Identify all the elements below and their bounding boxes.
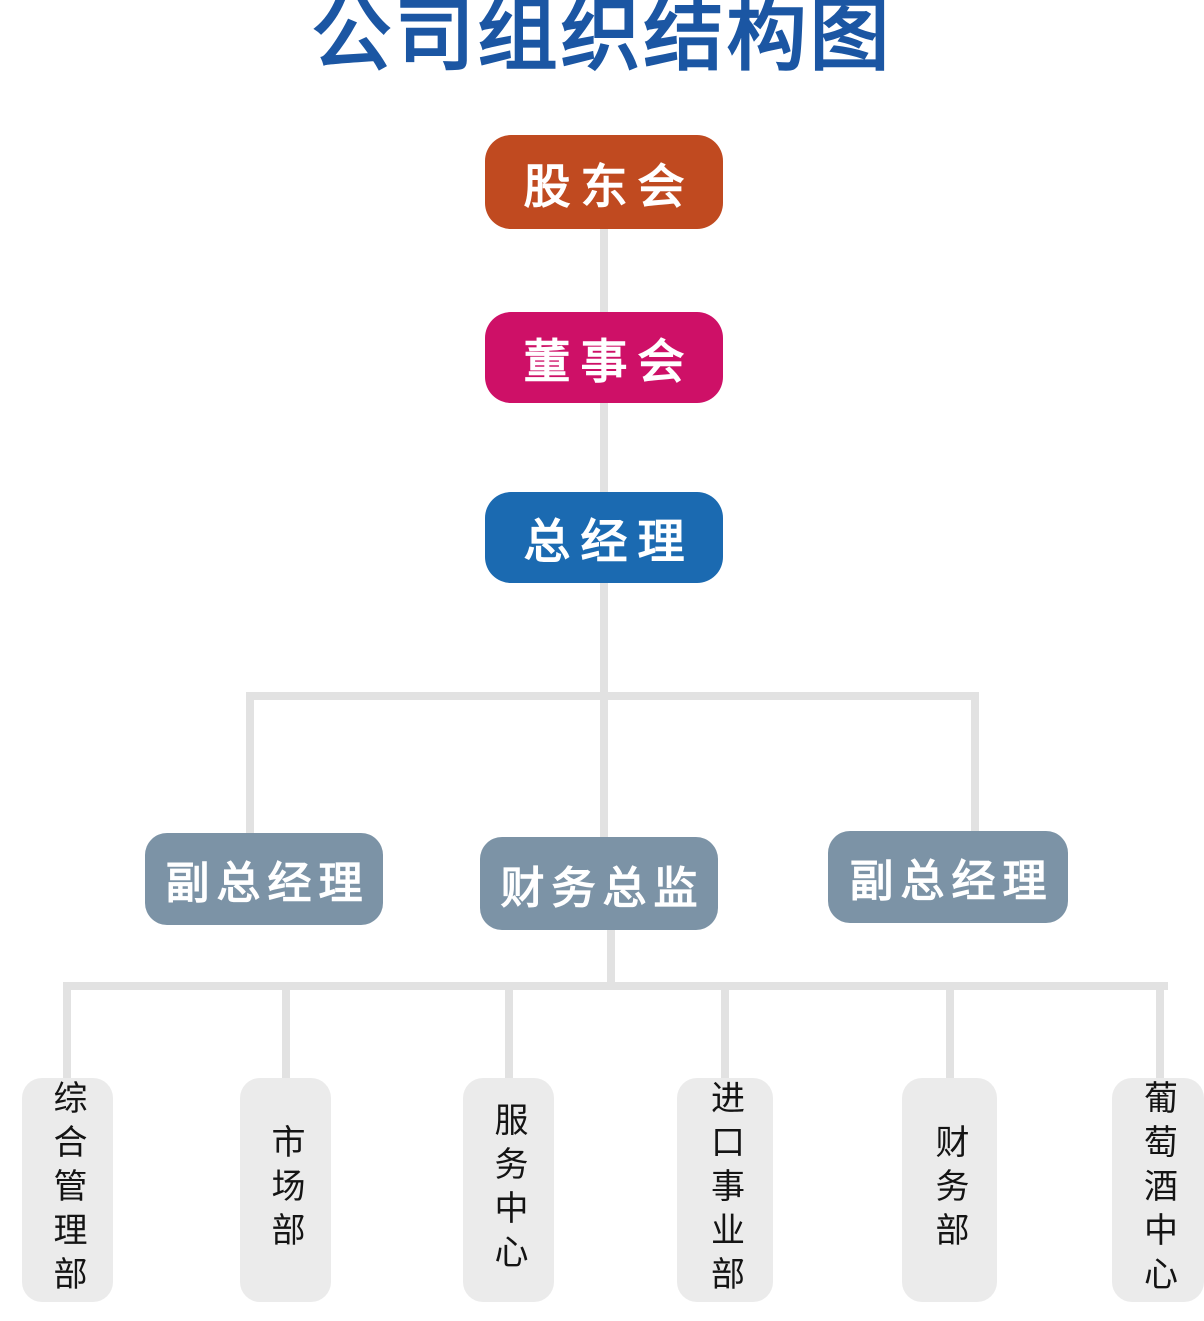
node-shareholders-meeting: 股东会 <box>485 135 723 229</box>
node-label: 综合管理部 <box>48 1080 86 1300</box>
node-label: 副总经理 <box>849 857 1054 906</box>
node-dept-general-admin: 综合管理部 <box>22 1078 113 1302</box>
node-dept-service-center: 服务中心 <box>463 1078 554 1302</box>
chart-title: 公司组织结构图 <box>311 0 893 80</box>
connector-drop-dept-4 <box>721 982 729 1082</box>
connector-drop-right-deputy <box>971 692 979 838</box>
connector-drop-dept-5 <box>946 982 954 1082</box>
connector-horizontal-bottom <box>63 982 1168 990</box>
node-finance-director: 财务总监 <box>480 837 718 930</box>
node-dept-import-business: 进口事业部 <box>677 1078 773 1302</box>
node-label: 市场部 <box>266 1124 304 1256</box>
node-deputy-gm-left: 副总经理 <box>145 833 383 925</box>
node-label: 进口事业部 <box>705 1080 744 1300</box>
connector-cfo-stub <box>607 928 615 986</box>
node-label: 财务总监 <box>500 863 705 913</box>
node-label: 财务部 <box>930 1124 968 1256</box>
node-deputy-gm-right: 副总经理 <box>828 831 1068 923</box>
connector-drop-dept-1 <box>63 982 71 1082</box>
node-label: 股东会 <box>523 159 695 213</box>
node-label: 葡萄酒中心 <box>1138 1080 1177 1300</box>
connector-drop-left-deputy <box>246 692 254 838</box>
node-general-manager: 总经理 <box>485 492 723 583</box>
node-dept-finance: 财务部 <box>902 1078 997 1302</box>
node-dept-wine-center: 葡萄酒中心 <box>1112 1078 1204 1302</box>
connector-horizontal-middle <box>246 692 979 700</box>
connector-drop-dept-2 <box>282 982 290 1082</box>
node-board-of-directors: 董事会 <box>485 312 723 403</box>
node-label: 副总经理 <box>165 859 370 908</box>
connector-drop-dept-6 <box>1156 982 1164 1082</box>
node-label: 总经理 <box>523 515 695 568</box>
node-label: 服务中心 <box>489 1102 527 1278</box>
node-label: 董事会 <box>523 335 695 388</box>
connector-drop-dept-3 <box>505 982 513 1082</box>
node-dept-marketing: 市场部 <box>240 1078 331 1302</box>
